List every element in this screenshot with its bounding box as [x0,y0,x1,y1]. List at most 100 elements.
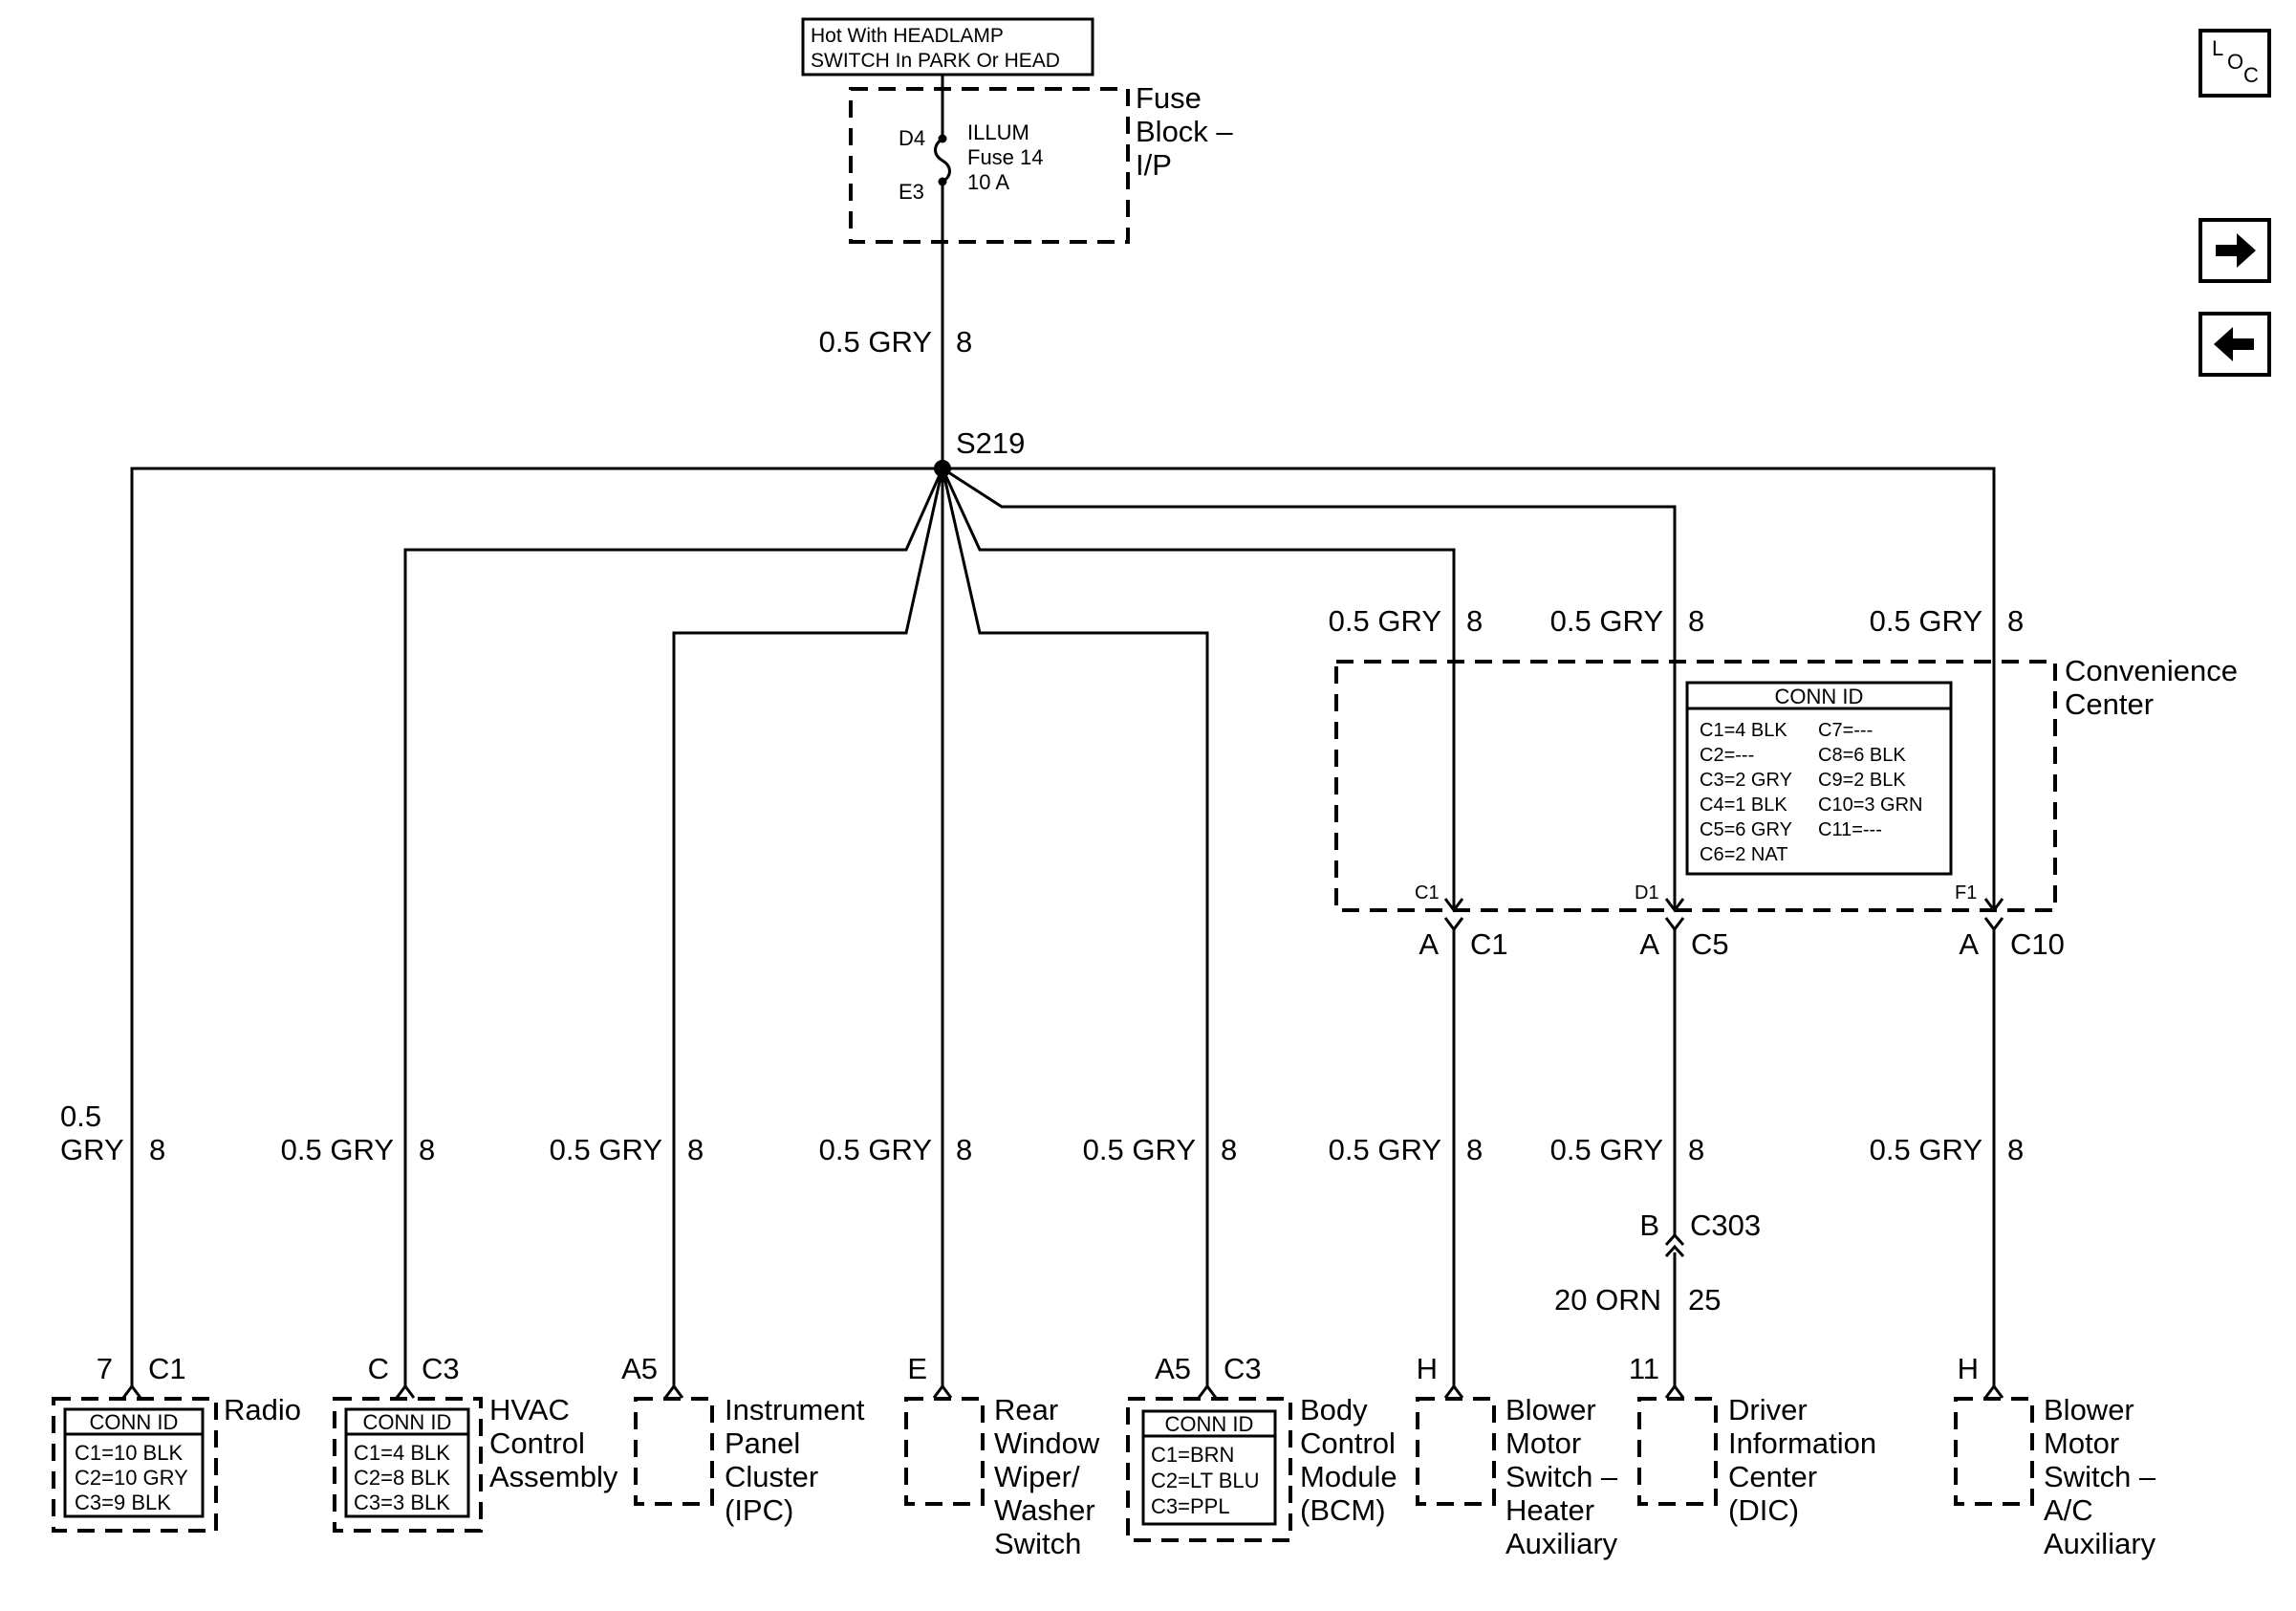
component-name: Driver [1728,1393,1808,1426]
component-name: Radio [224,1393,301,1426]
component-name: Window [994,1426,1100,1460]
svg-text:C: C [2243,63,2259,87]
convenience-center-name-1: Convenience [2065,654,2238,687]
pin-label: 11 [1629,1352,1659,1385]
svg-text:O: O [2227,50,2243,74]
conn-id-row: C1=10 BLK [75,1441,183,1465]
fuse-block: D4 E3 ILLUM Fuse 14 10 A Fuse Block – I/… [849,75,1233,244]
connector-id: C1 [1470,927,1508,961]
component-name: Control [489,1426,585,1460]
component-name: Panel [725,1426,800,1460]
wire-circuit: 8 [2007,1133,2024,1166]
connector-pin: A [1639,927,1659,961]
conn-id-row: C3=3 BLK [354,1491,450,1514]
component-name: Cluster [725,1460,818,1493]
terminal-label: D1 [1635,882,1659,903]
wire-size-color: 0.5 GRY [1870,604,1982,638]
loc-icon[interactable]: L O C [2199,29,2271,98]
connector-pin: A [1419,927,1439,961]
terminal-label: C1 [1415,882,1440,903]
component-name: Auxiliary [2044,1527,2156,1560]
conn-id-row: C3=PPL [1151,1494,1230,1518]
component-name: Blower [2044,1393,2134,1426]
power-label-line-1: Hot With HEADLAMP [811,25,1004,47]
conn-label: C3 [422,1352,460,1385]
pin-label: C [368,1352,389,1385]
c303-wire-size-color: 20 ORN [1554,1283,1661,1317]
conn-id-row: C5=6 GRY [1700,819,1792,840]
component-name: Auxiliary [1505,1527,1618,1560]
wire-size-color: 0.5 GRY [550,1133,662,1166]
component-name: Control [1300,1426,1396,1460]
fuse-block-name-2: Block – [1136,115,1233,148]
component-blower-switch-heater-aux: Blower Motor Switch – Heater Auxiliary [1416,1393,1618,1560]
component-driver-information-center: Driver Information Center (DIC) [1637,1393,1876,1527]
conn-id-row: C1=4 BLK [1700,720,1787,741]
component-name: (IPC) [725,1493,793,1527]
wire-size-color: 0.5 GRY [1550,604,1663,638]
component-name: HVAC [489,1393,570,1426]
component-name: (BCM) [1300,1493,1386,1527]
component-name: Switch – [1505,1460,1618,1493]
pin-label: A5 [1155,1352,1191,1385]
conn-label: C1 [148,1352,186,1385]
conn-id-row: C1=4 BLK [354,1441,450,1465]
fuse-block-name-3: I/P [1136,148,1172,182]
svg-text:L: L [2212,36,2223,60]
conn-id-title: CONN ID [90,1410,179,1434]
branch-wires [130,467,1996,1386]
conn-id-row: C7=--- [1818,720,1873,741]
component-name: Module [1300,1460,1397,1493]
component-name: A/C [2044,1493,2093,1527]
fuse-pin-out: E3 [899,180,924,204]
conn-id-row: C1=BRN [1151,1443,1234,1467]
component-name: (DIC) [1728,1493,1799,1527]
component-radio: CONN ID C1=10 BLK C2=10 GRY C3=9 BLK Rad… [52,1393,301,1533]
component-body-control-module: CONN ID C1=BRN C2=LT BLU C3=PPL Body Con… [1126,1393,1397,1542]
component-blower-switch-ac-aux: Blower Motor Switch – A/C Auxiliary [1954,1393,2156,1560]
fuse-name: ILLUM [967,120,1029,144]
conn-id-row: C2=8 BLK [354,1466,450,1490]
power-label-line-2: SWITCH In PARK Or HEAD [811,50,1060,72]
component-name: Information [1728,1426,1876,1460]
component-pin-labels: 7 C1 C C3 A5 E A5 C3 H 11 H [97,1352,1979,1385]
terminal-label: F1 [1955,882,1977,903]
wire-circuit: 8 [1466,1133,1483,1166]
connector-id: C10 [2010,927,2065,961]
wire-circuit: 8 [1688,604,1704,638]
wire-circuit: 8 [2007,604,2024,638]
component-name: Motor [1505,1426,1581,1460]
wire-size-color: 0.5 GRY [1329,604,1441,638]
arrow-right-icon[interactable] [2199,218,2271,283]
wire-circuit: 8 [419,1133,435,1166]
conn-id-row: C6=2 NAT [1700,844,1787,865]
power-source-label: Hot With HEADLAMP SWITCH In PARK Or HEAD [801,17,1094,76]
wire-size-color: 0.5 GRY [1870,1133,1982,1166]
wire-circuit: 8 [1688,1133,1704,1166]
component-hvac-control-assembly: CONN ID C1=4 BLK C2=8 BLK C3=3 BLK HVAC … [333,1393,618,1533]
conn-id-row: C2=--- [1700,745,1754,766]
component-name: Switch – [2044,1460,2156,1493]
fuse-rating: 10 A [967,170,1009,194]
fuse-pin-in: D4 [899,126,925,150]
wire-size-color: 0.5 GRY [819,1133,932,1166]
component-name: Switch [994,1527,1081,1560]
wire-circuit: 8 [687,1133,704,1166]
c303-pin: B [1639,1208,1659,1242]
conn-id-title: CONN ID [1165,1412,1254,1436]
main-wire-size-color: 0.5 GRY [819,325,932,359]
component-name: Instrument [725,1393,865,1426]
conn-id-row: C8=6 BLK [1818,745,1906,766]
pin-label: H [1958,1352,1979,1385]
conn-id-row: C11=--- [1818,819,1882,840]
conn-id-row: C9=2 BLK [1818,770,1906,791]
pin-label: A5 [621,1352,658,1385]
arrow-left-icon[interactable] [2199,312,2271,377]
wire-size: 0.5 [60,1099,101,1133]
conn-id-title: CONN ID [1775,685,1864,708]
conn-id-row: C3=9 BLK [75,1491,171,1514]
convenience-center: Convenience Center CONN ID C1=4 BLK C2=-… [1334,654,2238,932]
conn-label: C3 [1224,1352,1262,1385]
component-connector-pins [121,1383,2004,1399]
